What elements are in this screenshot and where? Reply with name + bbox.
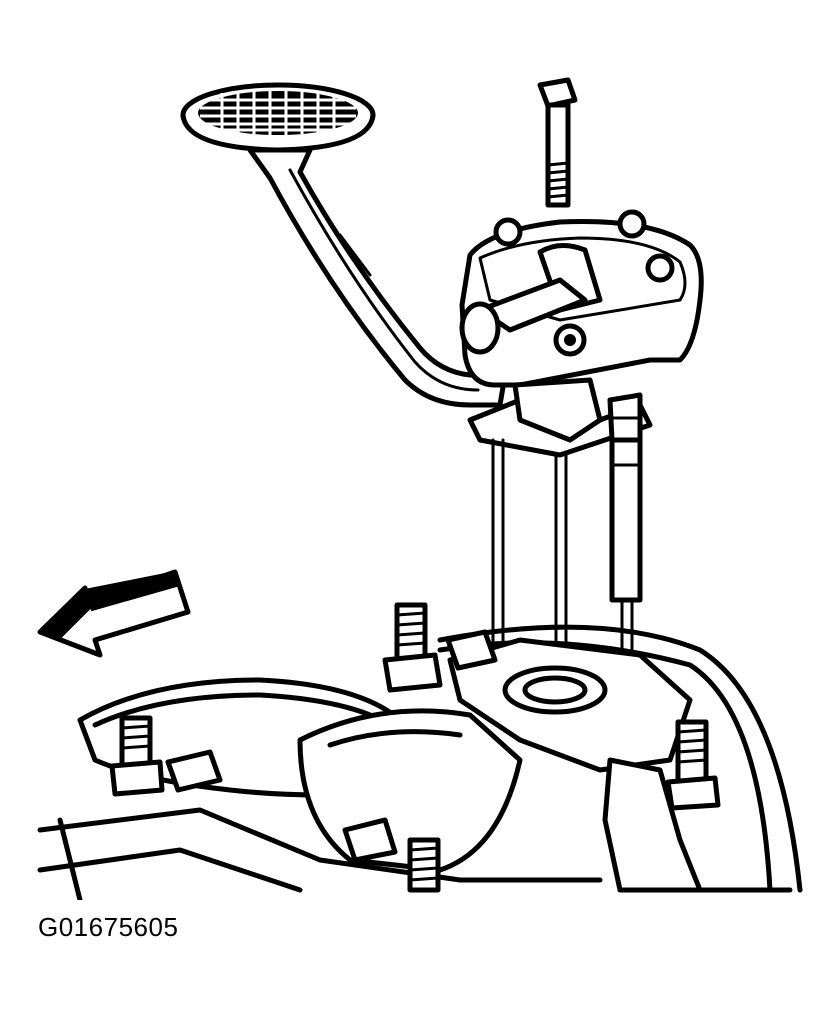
direction-arrow (37, 569, 191, 658)
oil-pump-screen (180, 82, 376, 153)
oil-pump-installation-diagram (37, 77, 803, 900)
pickup-tube (247, 147, 508, 408)
bearing-cap-studs (109, 602, 721, 893)
figure-id-label: G01675605 (38, 912, 179, 942)
oil-pump-body (459, 209, 704, 458)
pump-mounting-bolt (537, 77, 578, 208)
